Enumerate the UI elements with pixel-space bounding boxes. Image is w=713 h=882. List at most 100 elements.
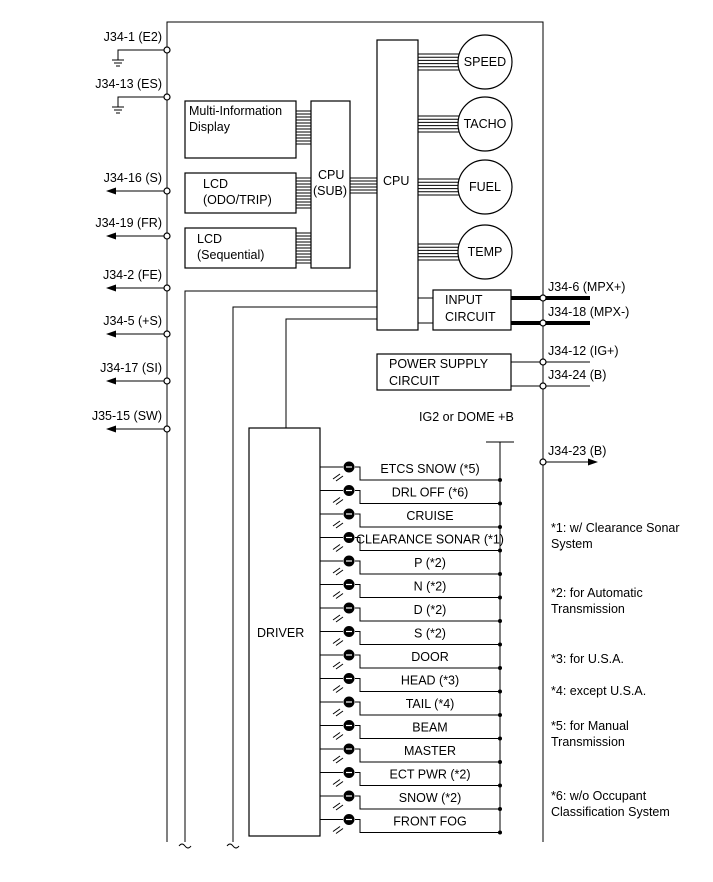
indicator-label: DOOR — [411, 650, 449, 664]
arrow-left-icon — [106, 425, 116, 433]
left-pin-5: J34-2 (FE) — [103, 268, 171, 292]
footnote-line: *5: for Manual — [551, 719, 629, 733]
input-circuit-label-2: CIRCUIT — [445, 310, 496, 324]
terminal-icon — [539, 458, 547, 466]
internal-wiring — [178, 290, 514, 849]
left-pin-label: J34-13 (ES) — [95, 77, 162, 91]
lcd-seq-label-2: (Sequential) — [197, 248, 264, 262]
terminal-icon — [163, 330, 171, 338]
gauge-tacho: TACHO — [418, 96, 513, 152]
left-pin-label: J34-2 (FE) — [103, 268, 162, 282]
left-pin-4: J34-19 (FR) — [95, 216, 171, 240]
wire-break-icon — [226, 843, 240, 849]
indicator-row: DRL OFF (*6) — [320, 485, 502, 506]
input-circuit-block: INPUT CIRCUIT — [432, 289, 512, 331]
terminal-icon — [539, 319, 547, 327]
lcd-odo-label-2: (ODO/TRIP) — [203, 193, 272, 207]
indicator-row: CLEARANCE SONAR (*1) — [320, 532, 504, 553]
wire-cpu-to-fe — [184, 290, 377, 842]
gauge-label: FUEL — [469, 180, 501, 194]
gauge-label: TACHO — [464, 117, 507, 131]
right-pin-label: J34-23 (B) — [548, 444, 606, 458]
gauge-fuel: FUEL — [418, 159, 513, 215]
indicator-wire-out — [355, 678, 500, 692]
terminal-icon — [539, 294, 547, 302]
ground-wire — [117, 96, 167, 107]
indicator-label: DRL OFF (*6) — [392, 486, 469, 500]
junction-dot — [498, 548, 502, 553]
light-ray-icon — [332, 567, 344, 576]
indicator-wire-out — [355, 725, 500, 739]
light-ray-icon — [332, 544, 344, 552]
right-pin-group: J34-6 (MPX+)J34-18 (MPX-)J34-12 (IG+)J34… — [511, 280, 629, 466]
footnote-line: Classification System — [551, 805, 670, 819]
indicator-wire-out — [355, 654, 500, 669]
light-ray-icon — [332, 755, 344, 764]
indicator-label: P (*2) — [414, 556, 446, 570]
indicator-row: MASTER — [320, 743, 502, 764]
light-ray-icon — [332, 614, 344, 623]
ground-icon — [112, 59, 124, 67]
right-pin-label: J34-6 (MPX+) — [548, 280, 625, 294]
junction-dot — [498, 783, 502, 788]
driver-block: DRIVER — [248, 427, 321, 837]
junction-dot — [498, 572, 502, 576]
indicator-wire-out — [355, 701, 500, 716]
multi-info-label-1: Multi-Information — [189, 104, 282, 118]
indicator-row: FRONT FOG — [320, 814, 502, 835]
lcd-odo-trip-block: LCD (ODO/TRIP) — [184, 172, 297, 214]
light-ray-icon — [332, 591, 344, 599]
power-supply-label-1: POWER SUPPLY — [389, 357, 489, 371]
indicator-label: HEAD (*3) — [401, 674, 459, 688]
terminal-icon — [163, 425, 171, 433]
gauge-temp: TEMP — [418, 224, 513, 280]
indicator-wire-out — [355, 490, 500, 504]
wire-cpu-to-driver — [285, 318, 377, 428]
junction-dot — [498, 830, 502, 835]
junction-dot — [498, 642, 502, 647]
light-ray-icon — [332, 779, 344, 787]
footnote-line: *1: w/ Clearance Sonar — [551, 521, 680, 535]
ground-icon — [112, 106, 124, 114]
junction-dot — [498, 713, 502, 717]
right-pin-5: J34-23 (B) — [539, 444, 606, 466]
light-ray-icon — [332, 732, 344, 740]
lcd-seq-label-1: LCD — [197, 232, 222, 246]
indicator-label: MASTER — [404, 744, 456, 758]
left-pin-7: J34-17 (SI) — [100, 361, 171, 385]
indicator-row: CRUISE — [320, 508, 502, 529]
indicator-row: ETCS SNOW (*5) — [320, 461, 502, 482]
left-pin-label: J35-15 (SW) — [92, 409, 162, 423]
left-pin-label: J34-16 (S) — [104, 171, 162, 185]
right-pin-1: J34-6 (MPX+) — [511, 280, 625, 302]
arrow-right-icon — [588, 458, 598, 466]
cpu-sub-block: CPU (SUB) — [310, 100, 351, 269]
input-circuit-label-1: INPUT — [445, 293, 483, 307]
junction-dot — [498, 619, 502, 623]
left-pin-label: J34-17 (SI) — [100, 361, 162, 375]
indicator-wire-out — [355, 631, 500, 645]
footnote-line: *6: w/o Occupant — [551, 789, 647, 803]
light-ray-icon — [332, 520, 344, 529]
indicator-row: BEAM — [320, 720, 502, 741]
indicator-label: ETCS SNOW (*5) — [380, 462, 479, 476]
light-ray-icon — [332, 802, 344, 811]
indicator-wire-out — [355, 584, 500, 598]
right-pin-label: J34-18 (MPX-) — [548, 305, 629, 319]
indicator-label: N (*2) — [414, 580, 447, 594]
indicator-wire-out — [355, 795, 500, 810]
left-pin-label: J34-1 (E2) — [104, 30, 162, 44]
indicator-label: CLEARANCE SONAR (*1) — [356, 533, 504, 547]
gauge-circle — [457, 224, 513, 280]
indicator-group: ETCS SNOW (*5) DRL OFF (*6) CRUISE CLEARANC… — [320, 442, 504, 835]
indicator-row: ECT PWR (*2) — [320, 767, 502, 788]
right-pin-4: J34-24 (B) — [511, 368, 606, 390]
power-supply-block: POWER SUPPLY CIRCUIT — [376, 353, 512, 391]
indicator-row: P (*2) — [320, 555, 502, 576]
junction-dot — [498, 689, 502, 694]
left-pin-1: J34-1 (E2) — [104, 30, 171, 67]
cpu-main-block: CPU — [376, 39, 419, 331]
driver-label: DRIVER — [257, 626, 304, 640]
